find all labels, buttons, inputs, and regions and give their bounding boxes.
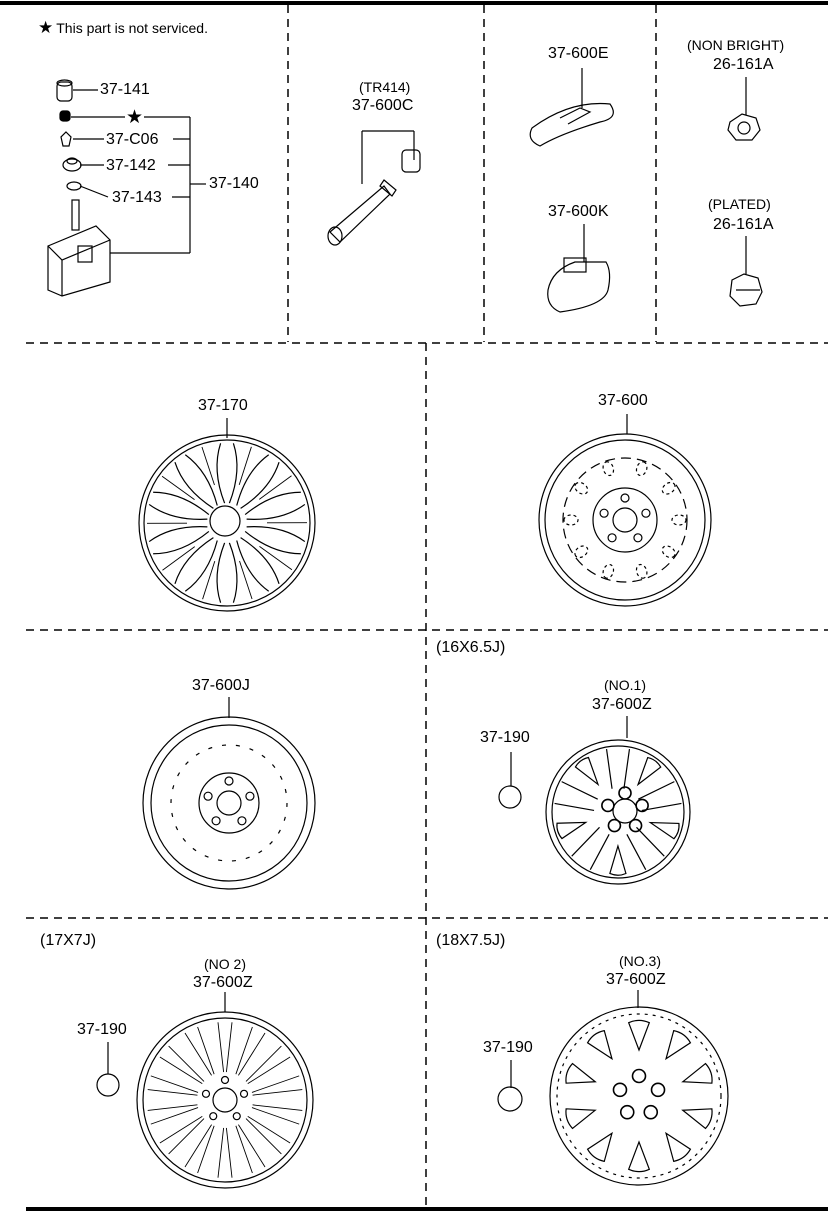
- label-26-161a-bottom: 26-161A: [713, 216, 774, 233]
- label-no3: (NO.3): [619, 953, 661, 969]
- weight-e-icon: [529, 102, 614, 147]
- label-37-600z-no2: 37-600Z: [193, 974, 253, 991]
- label-37-190-17: 37-190: [77, 1021, 127, 1038]
- wheel-cover-rim: [138, 434, 316, 612]
- grid-dividers: [26, 5, 828, 1207]
- label-not-serviced-star: ★: [126, 107, 144, 128]
- tpms-sensor-icon: [47, 225, 111, 297]
- nut-plated-icon: [729, 273, 763, 307]
- center-cap-16: [498, 785, 522, 809]
- star-icon: ★: [38, 18, 54, 37]
- label-37-140: 37-140: [209, 175, 259, 192]
- label-16x6-5j: (16X6.5J): [436, 639, 506, 656]
- center-cap-18: [497, 1086, 523, 1112]
- alloy-wheel-16: [498, 716, 691, 885]
- steel-wheel: [538, 414, 712, 607]
- stem-cap-icon: [401, 149, 421, 173]
- wheel-cover-spokes: [146, 443, 308, 603]
- label-no1: (NO.1): [604, 677, 646, 693]
- sensor-parts: [47, 79, 111, 297]
- label-37-190-18: 37-190: [483, 1039, 533, 1056]
- spare-wheel-rim: [142, 716, 316, 890]
- center-cap-17: [96, 1073, 120, 1097]
- label-plated: (PLATED): [708, 196, 771, 212]
- alloy-wheel-17-spokes: [147, 1022, 303, 1178]
- spare-wheel: [142, 697, 316, 890]
- steel-wheel-holes: [563, 461, 687, 579]
- label-37-170: 37-170: [198, 397, 248, 414]
- label-37-600j: 37-600J: [192, 677, 250, 694]
- label-37-143: 37-143: [112, 189, 162, 206]
- note-text: This part is not serviced.: [56, 20, 208, 36]
- sensor-stem-icon: [71, 199, 80, 231]
- core-icon: [59, 110, 71, 122]
- washer-icon: [66, 181, 82, 191]
- alloy-wheel-18: [497, 990, 729, 1186]
- alloy-wheel-17: [96, 992, 314, 1189]
- label-37-190-16: 37-190: [480, 729, 530, 746]
- not-serviced-note: ★This part is not serviced.: [38, 18, 208, 38]
- label-tr414: (TR414): [359, 79, 411, 95]
- wheel-cover: [138, 418, 316, 612]
- label-37-c06: 37-C06: [106, 131, 159, 148]
- steel-wheel-rim: [538, 433, 712, 607]
- label-37-600z-no3: 37-600Z: [606, 971, 666, 988]
- label-37-600: 37-600: [598, 392, 648, 409]
- grommet-icon: [62, 158, 82, 172]
- alloy-wheel-16-rim: [545, 739, 691, 885]
- weight-k-icon: [547, 261, 611, 313]
- label-non-bright: (NON BRIGHT): [687, 37, 785, 53]
- alloy-wheel-18-spokes: [565, 1019, 713, 1173]
- label-17x7j: (17X7J): [40, 932, 97, 949]
- lug-nuts: [727, 77, 763, 307]
- alloy-wheel-16-spokes: [554, 748, 682, 876]
- valve-cap-icon: [56, 81, 73, 102]
- label-37-142: 37-142: [106, 157, 156, 174]
- label-37-141: 37-141: [100, 81, 150, 98]
- alloy-wheel-17-rim: [136, 1011, 314, 1189]
- label-37-600k: 37-600K: [548, 203, 609, 220]
- label-18x7-5j: (18X7.5J): [436, 932, 506, 949]
- balance-weights: [529, 68, 614, 313]
- label-26-161a-top: 26-161A: [713, 56, 774, 73]
- label-37-600z-no1: 37-600Z: [592, 696, 652, 713]
- label-37-600e: 37-600E: [548, 45, 609, 62]
- sensor-leaders: [71, 89, 206, 254]
- valve-stem: [327, 130, 421, 246]
- valve-core-icon: [60, 131, 72, 147]
- spare-wheel-holes: [203, 776, 255, 826]
- label-37-600c: 37-600C: [352, 97, 414, 114]
- valve-stem-icon: [329, 185, 391, 243]
- alloy-wheel-18-rim: [549, 1006, 729, 1186]
- nut-nonbright-icon: [727, 113, 761, 141]
- label-no2: (NO 2): [204, 956, 246, 972]
